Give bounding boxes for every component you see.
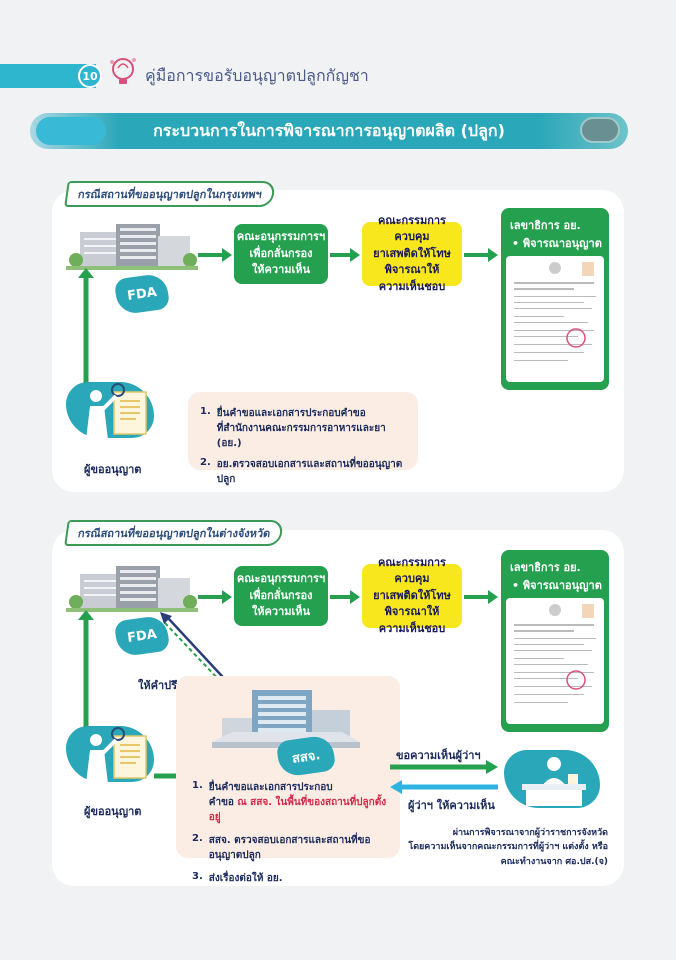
step-number: 2. bbox=[192, 833, 203, 844]
ask-governor-label: ขอความเห็นผู้ว่าฯ bbox=[396, 749, 481, 762]
governor-note: ผ่านการพิจารณาจากผู้ว่าราชการจังหวัด โดย… bbox=[400, 826, 608, 869]
bullet: • bbox=[512, 579, 523, 592]
step-item: 1. ยื่นคำขอและเอกสารประกอบคำขอที่สำนักงา… bbox=[200, 406, 408, 451]
license-document-graphic bbox=[514, 262, 596, 361]
note-line: ผ่านการพิจารณาจากผู้ว่าราชการจังหวัด bbox=[452, 828, 608, 838]
arrow-right bbox=[464, 590, 498, 604]
secretary-title: เลขาธิการ อย. bbox=[510, 219, 581, 232]
step-item: 2. สสจ. ตรวจสอบเอกสารและสถานที่ขออนุญาตป… bbox=[192, 833, 396, 863]
subcommittee-line: คณะอนุกรรมการฯ bbox=[236, 572, 326, 586]
step-item: 2. อย.ตรวจสอบเอกสารและสถานที่ขออนุญาตปลู… bbox=[200, 457, 408, 487]
banner-right-pill bbox=[580, 117, 620, 143]
step-number: 2. bbox=[200, 457, 211, 468]
banner-left-pill bbox=[36, 117, 106, 145]
arrow-up bbox=[78, 610, 94, 728]
applicant-label: ผู้ขออนุญาต bbox=[84, 463, 142, 476]
step-text: ส่งเรื่องต่อให้ อย. bbox=[208, 873, 283, 884]
committee-line: ความเห็นชอบ bbox=[378, 621, 446, 635]
title-banner bbox=[30, 113, 628, 149]
step-text: ยื่นคำขอและเอกสารประกอบคำขอ bbox=[216, 408, 366, 419]
ssj-steps-list: 1. ยื่นคำขอและเอกสารประกอบ คำขอ ณ สสจ. ใ… bbox=[192, 780, 396, 886]
step-text: สสจ. ตรวจสอบเอกสารและสถานที่ขออนุญาตปลูก bbox=[208, 835, 371, 861]
license-document bbox=[506, 598, 604, 724]
committee-box: คณะกรรมการควบคุม ยาเสพติดให้โทษ พิจารณาใ… bbox=[362, 214, 462, 293]
step-text: คำขอ bbox=[208, 797, 234, 808]
committee-box: คณะกรรมการควบคุม ยาเสพติดให้โทษ พิจารณาใ… bbox=[362, 556, 462, 635]
step-number: 1. bbox=[200, 406, 211, 417]
subcommittee-line: เพื่อกลั่นกรอง bbox=[249, 246, 313, 260]
fda-building-icon bbox=[66, 566, 198, 612]
committee-line: คณะกรรมการควบคุม bbox=[378, 213, 446, 244]
step-number: 1. bbox=[192, 780, 203, 791]
section1-steps-box: 1. ยื่นคำขอและเอกสารประกอบคำขอที่สำนักงา… bbox=[188, 392, 418, 485]
section1-tag: กรณีสถานที่ขออนุญาตปลูกในกรุงเทพฯ bbox=[64, 181, 276, 207]
arrow-up bbox=[78, 268, 94, 386]
subcommittee-line: คณะอนุกรรมการฯ bbox=[236, 230, 326, 244]
applicant-person-icon bbox=[86, 383, 147, 440]
arrow-right bbox=[198, 248, 232, 262]
committee-line: ยาเสพติดให้โทษ bbox=[373, 246, 451, 260]
secretary-bullet: พิจารณาอนุญาต bbox=[522, 579, 602, 592]
banner-title: กระบวนการในการพิจารณาการอนุญาตผลิต (ปลูก… bbox=[153, 120, 505, 140]
subcommittee-line: ให้ความเห็น bbox=[251, 263, 311, 277]
committee-line: ความเห็นชอบ bbox=[378, 279, 446, 293]
arrow-right bbox=[330, 590, 360, 604]
license-document bbox=[506, 256, 604, 382]
governor-desk-icon bbox=[522, 757, 586, 806]
applicant-person-icon bbox=[86, 727, 147, 784]
step-number: 3. bbox=[192, 871, 203, 882]
committee-line: คณะกรรมการควบคุม bbox=[378, 555, 446, 586]
secretary-bullet: พิจารณาอนุญาต bbox=[522, 237, 602, 250]
applicant-label: ผู้ขออนุญาต bbox=[84, 805, 142, 818]
document-title: คู่มือการขอรับอนุญาตปลูกกัญชา bbox=[145, 66, 369, 85]
step-item: 1. ยื่นคำขอและเอกสารประกอบ คำขอ ณ สสจ. ใ… bbox=[192, 780, 396, 825]
step-text-line: คำขอ ณ สสจ. ในพื้นที่ของสถานที่ปลูกตั้งอ… bbox=[209, 795, 396, 825]
arrow-right bbox=[464, 248, 498, 262]
arrow-left bbox=[390, 780, 498, 794]
committee-line: ยาเสพติดให้โทษ bbox=[373, 588, 451, 602]
secretary-bullet-row: • พิจารณาอนุญาต bbox=[512, 576, 602, 594]
subcommittee-line: เพื่อกลั่นกรอง bbox=[249, 588, 313, 602]
section2-tag: กรณีสถานที่ขออนุญาตปลูกในต่างจังหวัด bbox=[64, 520, 285, 546]
subcommittee-box: คณะอนุกรรมการฯ เพื่อกลั่นกรอง ให้ความเห็… bbox=[234, 566, 328, 626]
committee-line: พิจารณาให้ bbox=[384, 605, 440, 619]
step-text: ยื่นคำขอและเอกสารประกอบ bbox=[208, 782, 333, 793]
committee-line: พิจารณาให้ bbox=[384, 263, 440, 277]
license-document-graphic bbox=[514, 604, 596, 703]
step-highlight: ณ สสจ. ในพื้นที่ของสถานที่ปลูกตั้งอยู่ bbox=[208, 797, 387, 823]
note-line: โดยความเห็นจากคณะกรรมการที่ผู้ว่าฯ แต่งต… bbox=[408, 842, 608, 853]
secretary-title: เลขาธิการ อย. bbox=[510, 561, 581, 574]
fda-building-icon bbox=[66, 224, 198, 270]
step-item: 3. ส่งเรื่องต่อให้ อย. bbox=[192, 871, 396, 886]
subcommittee-box: คณะอนุกรรมการฯ เพื่อกลั่นกรอง ให้ความเห็… bbox=[234, 224, 328, 284]
bullet: • bbox=[512, 237, 523, 250]
note-line: คณะทำงานจาก ศอ.ปส.(จ) bbox=[500, 856, 608, 867]
subcommittee-line: ให้ความเห็น bbox=[251, 605, 311, 619]
arrow-right bbox=[390, 760, 498, 774]
step-text: อย.ตรวจสอบเอกสารและสถานที่ขออนุญาตปลูก bbox=[216, 459, 403, 485]
lightbulb-brain-icon bbox=[110, 58, 136, 84]
governor-opinion-label: ผู้ว่าฯ ให้ความเห็น bbox=[408, 799, 495, 812]
arrow-right bbox=[330, 248, 360, 262]
secretary-bullet-row: • พิจารณาอนุญาต bbox=[512, 234, 602, 252]
page-number: 10 bbox=[78, 64, 102, 88]
step-text: ที่สำนักงานคณะกรรมการอาหารและยา (อย.) bbox=[216, 423, 386, 449]
arrow-right bbox=[198, 590, 232, 604]
